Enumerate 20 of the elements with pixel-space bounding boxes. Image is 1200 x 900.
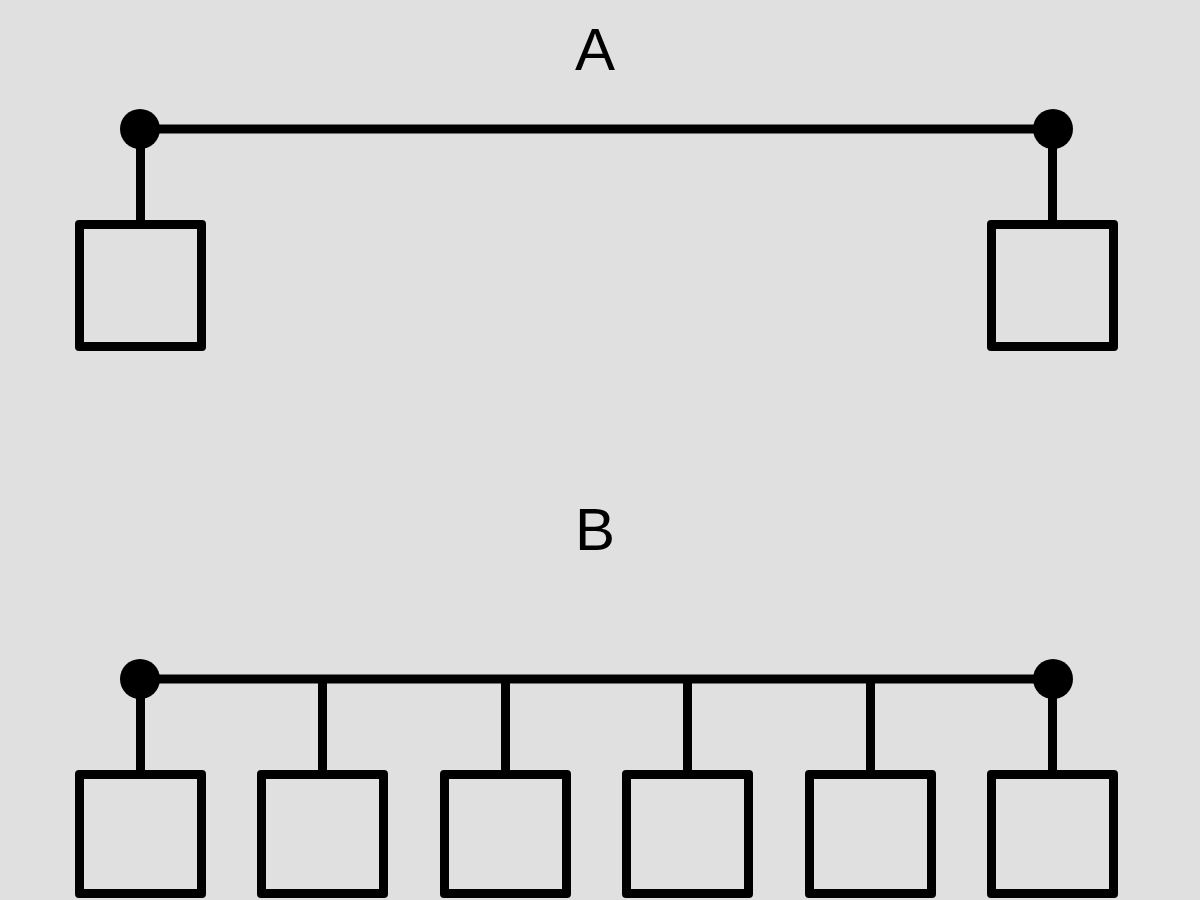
drop-line bbox=[683, 700, 692, 770]
bus-line bbox=[118, 658, 1075, 700]
node-box bbox=[257, 770, 388, 898]
node-box bbox=[75, 220, 206, 351]
node-box bbox=[622, 770, 753, 898]
node-box bbox=[805, 770, 936, 898]
section-label: A bbox=[575, 20, 615, 80]
drop-line bbox=[866, 700, 875, 770]
drop-line bbox=[136, 150, 145, 220]
node-box bbox=[987, 220, 1118, 351]
drop-line bbox=[1048, 700, 1057, 770]
drop-line bbox=[136, 700, 145, 770]
drop-line bbox=[1048, 150, 1057, 220]
node-box bbox=[75, 770, 206, 898]
drop-line bbox=[318, 700, 327, 770]
node-box bbox=[440, 770, 571, 898]
bus-line bbox=[118, 108, 1075, 150]
node-box bbox=[987, 770, 1118, 898]
drop-line bbox=[501, 700, 510, 770]
section-label: B bbox=[575, 500, 615, 560]
